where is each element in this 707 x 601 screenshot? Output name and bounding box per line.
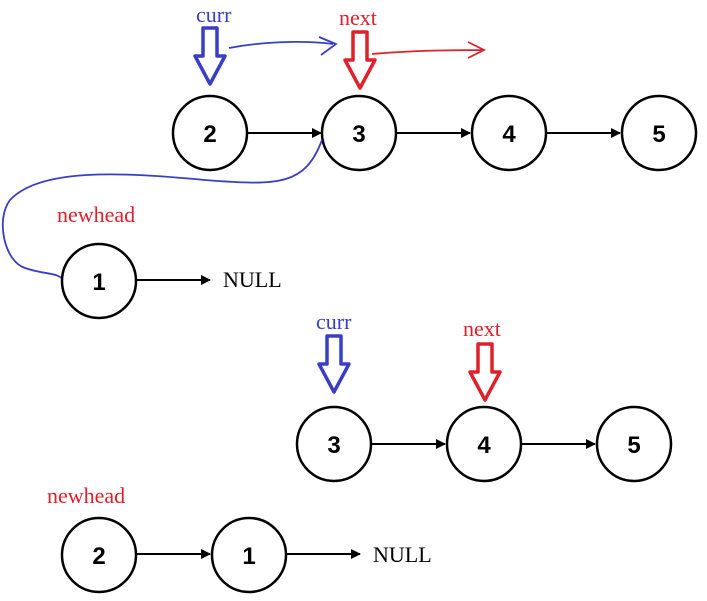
next-pointer-icon [343,30,377,90]
node-value: 3 [327,432,340,459]
node-value: 1 [92,269,105,296]
list-node: 3 [295,405,373,483]
list-node: 3 [320,94,398,172]
next-pointer-icon [468,342,502,402]
node-value: 2 [92,543,105,570]
next-move-arrow [371,41,487,59]
curr-pointer-icon [193,26,227,86]
newhead-label: newhead [47,483,125,508]
null-label: NULL [373,542,432,567]
curr-move-arrow [228,36,338,56]
curr-label: curr [196,2,232,27]
null-label: NULL [223,267,282,292]
node-value: 5 [627,432,640,459]
node-value: 2 [203,121,216,148]
list-node: 4 [470,94,548,172]
list-node: 1 [210,516,288,594]
node-value: 3 [352,121,365,148]
curr-label: curr [316,309,352,334]
node-value: 4 [502,121,516,148]
list-node: 5 [620,94,698,172]
list-node: 2 [171,94,249,172]
node-value: 4 [477,432,491,459]
node-value: 5 [652,121,665,148]
node-value: 1 [242,543,255,570]
list-node: 4 [445,405,523,483]
next-label: next [339,5,377,30]
list-node: 5 [595,405,673,483]
next-label: next [463,316,501,341]
newhead-node: 2 [60,516,138,594]
newhead-node: 1 [60,242,138,320]
relink-curve [1,139,323,281]
newhead-label: newhead [57,202,135,227]
curr-pointer-icon [317,334,351,394]
